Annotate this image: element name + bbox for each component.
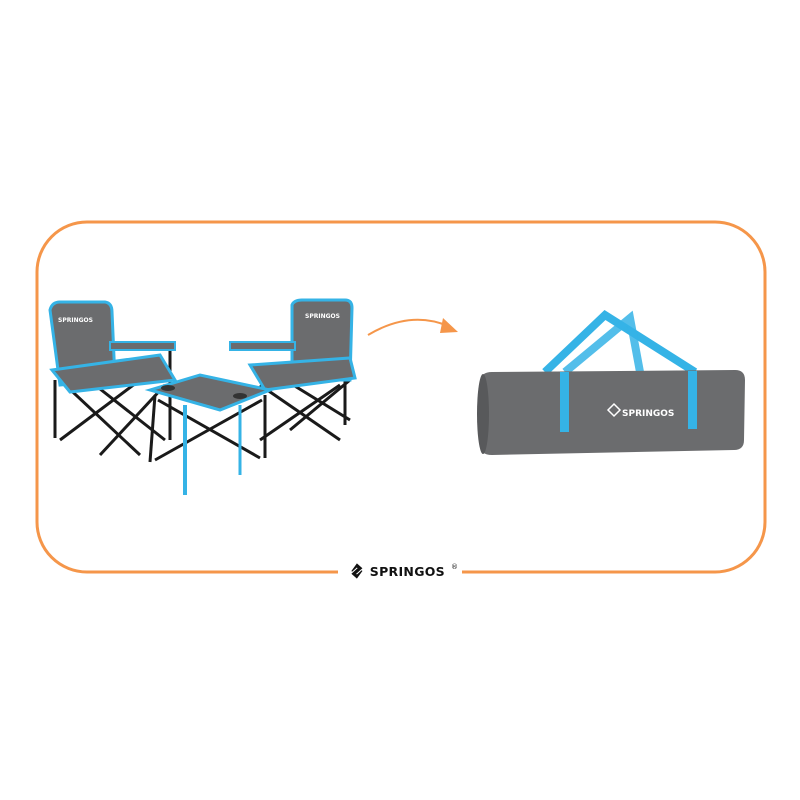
bag-logo-text: SPRINGOS — [622, 409, 674, 419]
carry-bag: SPRINGOS — [477, 309, 745, 455]
chair-logo-text: SPRINGOS — [58, 317, 93, 324]
brand-name: SPRINGOS — [369, 563, 445, 579]
camping-chair-right: SPRINGOS — [229, 298, 357, 442]
brand-logo: SPRINGOS ® — [346, 556, 458, 586]
camping-table — [144, 373, 276, 495]
arrow-icon — [367, 318, 449, 336]
chair-logo-text: SPRINGOS — [305, 313, 340, 320]
orange-frame — [35, 220, 767, 574]
camping-chair-left: SPRINGOS — [48, 300, 178, 457]
registered-mark: ® — [451, 563, 458, 571]
springos-logo-icon — [351, 563, 363, 579]
